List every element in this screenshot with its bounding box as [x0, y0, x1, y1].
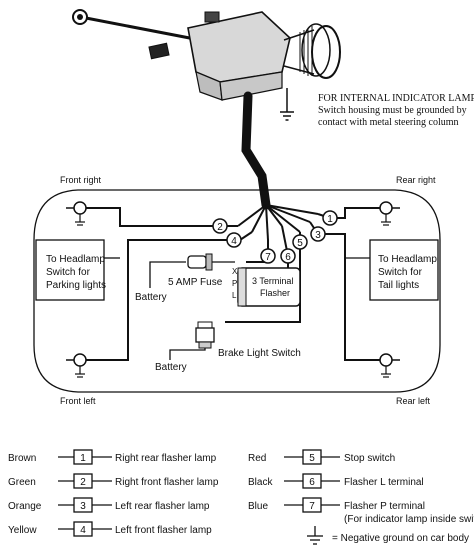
fuse-label: 5 AMP Fuse [168, 277, 223, 288]
legend-num-7: 7 [309, 501, 315, 512]
circle-3: 3 [315, 230, 321, 241]
circle-6: 6 [285, 252, 291, 263]
flasher-label-2: Flasher [260, 288, 290, 298]
car-body-outline [33, 189, 441, 393]
battery-label-bottom: Battery [155, 362, 187, 373]
brake-switch-label: Brake Light Switch [218, 348, 301, 359]
flasher-terminal-x: X [232, 267, 238, 276]
left-box-line3: Parking lights [46, 280, 106, 291]
ground-label: = Negative ground on car body [332, 533, 469, 544]
legend-num-5: 5 [309, 453, 315, 464]
legend-desc-1: Right rear flasher lamp [115, 453, 217, 464]
circle-1: 1 [327, 214, 333, 225]
cable-bundle [241, 91, 271, 210]
circle-2: 2 [217, 222, 223, 233]
left-headlamp-box [35, 239, 105, 301]
note-line2: contact with metal steering column [318, 117, 459, 128]
legend-color-blue: Blue [248, 501, 268, 512]
legend-note: (For indicator lamp inside switch) [344, 514, 474, 525]
legend-desc-6: Flasher L terminal [344, 477, 424, 488]
right-headlamp-box [369, 239, 439, 301]
flasher-label-1: 3 Terminal [252, 276, 293, 286]
circle-7: 7 [265, 252, 271, 263]
lamp-rear-right [379, 201, 400, 226]
legend-desc-2: Right front flasher lamp [115, 477, 219, 488]
flasher-unit [237, 267, 301, 307]
note-title: FOR INTERNAL INDICATOR LAMP: [318, 93, 474, 104]
flasher-terminal-l: L [232, 291, 237, 300]
ground-icon [307, 526, 323, 545]
lamp-rear-left [379, 353, 400, 378]
legend-color-green: Green [8, 477, 36, 488]
label-front-right: Front right [60, 175, 102, 185]
note-line1: Switch housing must be grounded by [318, 105, 467, 116]
label-front-left: Front left [60, 396, 96, 406]
left-box-line1: To Headlamp [46, 254, 105, 265]
legend-num-4: 4 [80, 525, 86, 536]
battery-label-top: Battery [135, 292, 167, 303]
label-rear-left: Rear left [396, 396, 431, 406]
legend-color-yellow: Yellow [8, 525, 37, 536]
legend-num-6: 6 [309, 477, 315, 488]
circle-4: 4 [231, 236, 237, 247]
flasher-terminal-p: P [232, 279, 237, 288]
lamp-front-right [66, 201, 87, 226]
legend-left: Brown 1 Right rear flasher lamp Green 2 … [8, 449, 219, 537]
legend-color-red: Red [248, 453, 266, 464]
number-circles: 2 4 1 3 5 6 7 [212, 210, 338, 264]
legend-desc-7: Flasher P terminal [344, 501, 425, 512]
legend-color-black: Black [248, 477, 273, 488]
legend-num-2: 2 [80, 477, 86, 488]
legend-color-orange: Orange [8, 501, 42, 512]
legend-right: Red 5 Stop switch Black 6 Flasher L term… [248, 449, 474, 545]
right-box-line2: Switch for [378, 267, 423, 278]
right-box-line1: To Headlamp [378, 254, 437, 265]
turn-signal-switch-illustration [72, 9, 341, 121]
lamp-front-left [66, 353, 87, 378]
circle-5: 5 [297, 238, 303, 249]
fuse [187, 253, 213, 271]
legend-color-brown: Brown [8, 453, 36, 464]
left-box-line2: Switch for [46, 267, 91, 278]
legend-num-1: 1 [80, 453, 86, 464]
legend-num-3: 3 [80, 501, 86, 512]
label-rear-right: Rear right [396, 175, 436, 185]
legend-desc-4: Left front flasher lamp [115, 525, 212, 536]
legend-desc-3: Left rear flasher lamp [115, 501, 210, 512]
legend-desc-5: Stop switch [344, 453, 395, 464]
right-box-line3: Tail lights [378, 280, 419, 291]
brake-light-switch [195, 321, 215, 349]
